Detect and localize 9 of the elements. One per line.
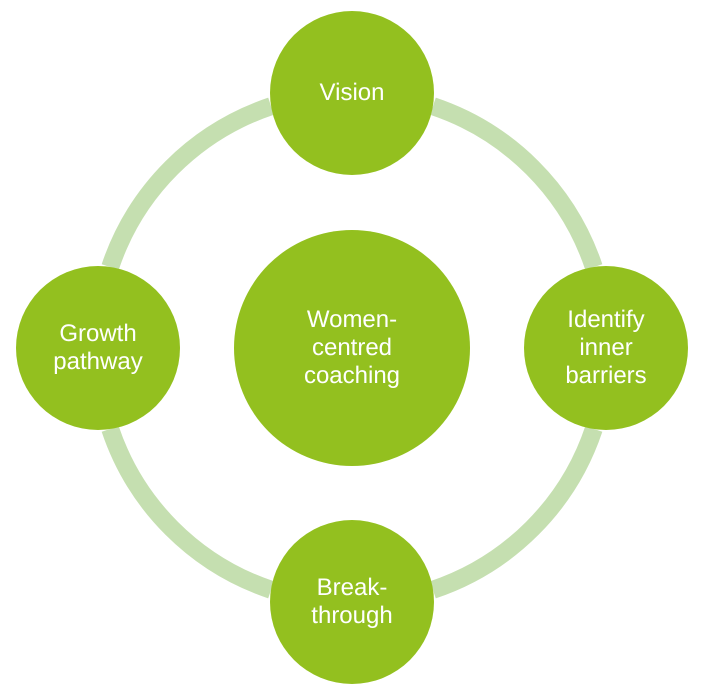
node-label: Vision (320, 79, 384, 107)
connector-arc (430, 426, 602, 598)
node-label: Identify inner barriers (564, 306, 648, 390)
node-label: Break- through (310, 574, 394, 630)
node-label: Growth pathway (52, 320, 144, 376)
connector-arc (102, 426, 274, 598)
node-label: Women- centred coaching (302, 306, 402, 390)
connector-arc (430, 98, 602, 270)
connector-arc (102, 98, 274, 270)
